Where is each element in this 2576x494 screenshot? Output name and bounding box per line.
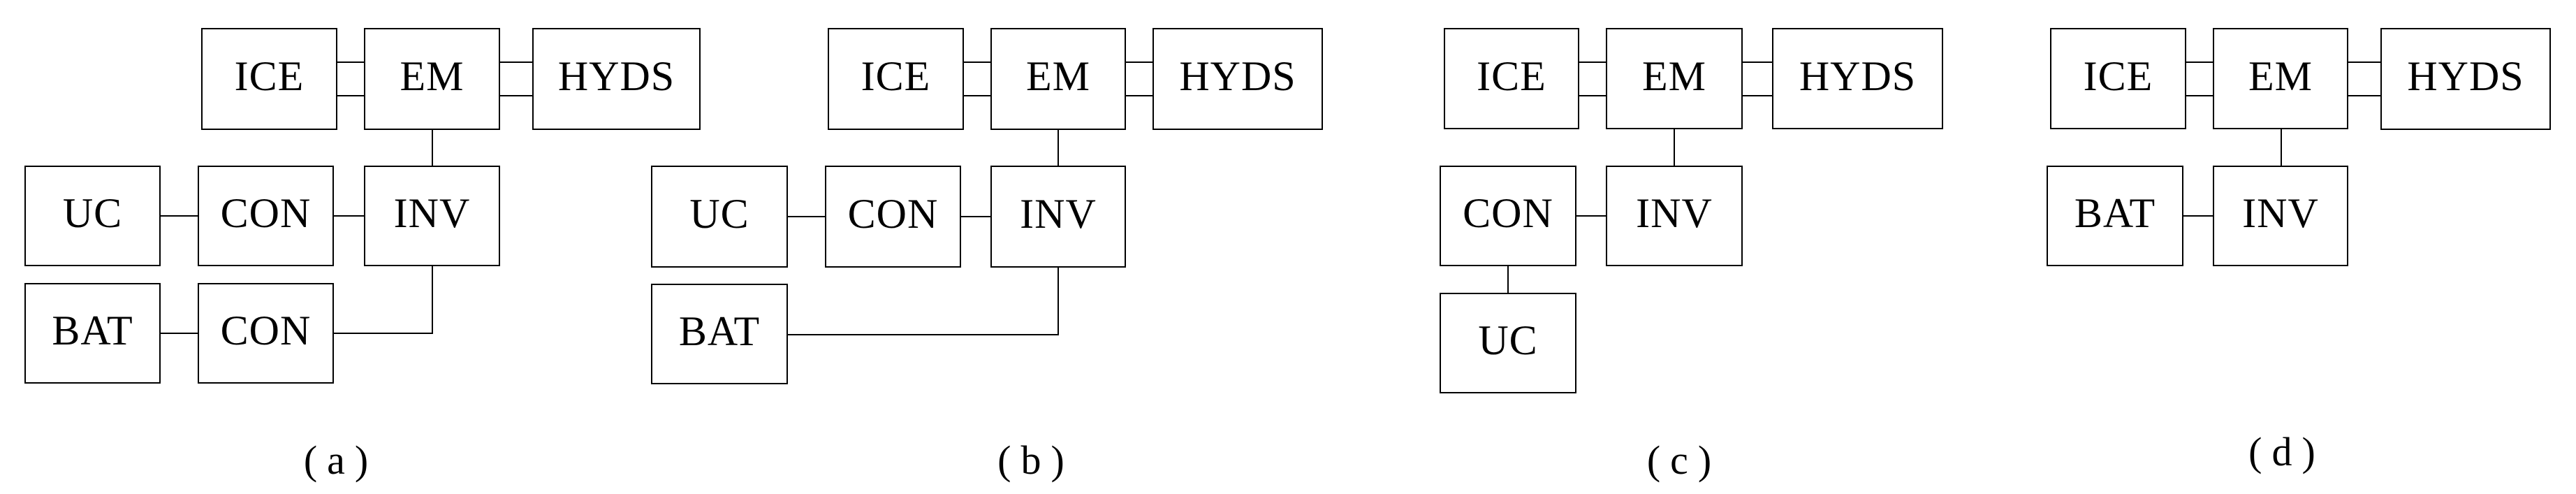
connector-line: [334, 215, 364, 217]
connector-line: [2183, 215, 2213, 217]
box-label: BAT: [2074, 190, 2156, 236]
panel-a-box-con: CON: [198, 166, 334, 266]
connector-line: [788, 216, 825, 217]
panel-a-box-con: CON: [198, 283, 334, 384]
box-label: EM: [1026, 53, 1090, 99]
connector-line: [1579, 95, 1606, 96]
box-label: ICE: [861, 53, 931, 99]
connector-line: [1743, 95, 1772, 96]
connector-line: [1126, 95, 1152, 96]
box-label: CON: [220, 190, 312, 236]
panel-a-caption: (a): [303, 437, 379, 483]
connector-line: [432, 266, 433, 333]
panel-c-caption: (c): [1646, 437, 1722, 483]
box-label: UC: [1478, 317, 1538, 363]
connector-line: [1058, 268, 1059, 335]
box-label: HYDS: [1799, 52, 1917, 99]
box-label: INV: [393, 190, 471, 236]
box-label: ICE: [1477, 52, 1546, 99]
connector-line: [2186, 95, 2213, 96]
panel-b-box-hyds: HYDS: [1152, 28, 1323, 130]
box-label: HYDS: [557, 53, 675, 99]
connector-line: [1674, 129, 1675, 166]
connector-line: [432, 130, 433, 166]
connector-line: [2348, 61, 2380, 63]
panel-b-box-uc: UC: [651, 166, 788, 268]
connector-line: [1579, 61, 1606, 63]
connector-line: [1058, 130, 1059, 166]
panel-c-box-em: EM: [1606, 28, 1743, 129]
panel-d-box-em: EM: [2213, 28, 2348, 129]
panel-b-box-con: CON: [825, 166, 961, 268]
box-label: UC: [689, 191, 749, 237]
connector-line: [788, 334, 1059, 335]
box-label: INV: [1020, 191, 1097, 237]
panel-a-box-ice: ICE: [201, 28, 337, 130]
connector-line: [2348, 95, 2380, 96]
box-label: EM: [1642, 52, 1706, 99]
panel-c-box-hyds: HYDS: [1772, 28, 1943, 129]
connector-line: [964, 95, 990, 96]
panel-c-box-inv: INV: [1606, 166, 1743, 266]
panel-d-caption: (d): [2248, 429, 2325, 474]
panel-a-box-hyds: HYDS: [532, 28, 701, 130]
panel-a-box-inv: INV: [364, 166, 500, 266]
box-label: CON: [220, 307, 312, 354]
connector-line: [500, 61, 532, 63]
box-label: BAT: [678, 308, 761, 354]
connector-line: [161, 215, 198, 217]
panel-c-box-ice: ICE: [1444, 28, 1579, 129]
box-label: BAT: [52, 307, 133, 354]
panel-a-box-em: EM: [364, 28, 500, 130]
box-label: ICE: [234, 53, 305, 99]
box-label: UC: [62, 190, 123, 236]
panel-a-box-uc: UC: [24, 166, 161, 266]
connector-line: [2186, 61, 2213, 63]
box-label: HYDS: [1179, 53, 1296, 99]
box-label: HYDS: [2407, 53, 2524, 99]
connector-line: [1507, 266, 1509, 293]
box-label: INV: [1636, 190, 1713, 236]
connector-line: [500, 95, 532, 96]
panel-a-box-bat: BAT: [24, 283, 161, 384]
connector-line: [334, 333, 433, 334]
panel-b-box-inv: INV: [990, 166, 1126, 268]
panel-b-box-bat: BAT: [651, 284, 788, 384]
connector-line: [1743, 61, 1772, 63]
connector-line: [161, 333, 198, 334]
connector-line: [337, 61, 364, 63]
panel-c-box-uc: UC: [1440, 293, 1576, 393]
panel-d-box-inv: INV: [2213, 166, 2348, 266]
panel-b-box-em: EM: [990, 28, 1126, 130]
panel-b-caption: (b): [997, 437, 1074, 483]
panel-d-box-bat: BAT: [2047, 166, 2183, 266]
connector-line: [961, 216, 990, 217]
box-label: EM: [2248, 52, 2313, 99]
panel-b-box-ice: ICE: [828, 28, 964, 130]
box-label: CON: [847, 191, 939, 237]
box-label: INV: [2242, 190, 2319, 236]
panel-d-box-hyds: HYDS: [2380, 28, 2551, 130]
panel-c-box-con: CON: [1440, 166, 1576, 266]
connector-line: [2281, 129, 2282, 166]
box-label: EM: [400, 53, 464, 99]
panel-d-box-ice: ICE: [2050, 28, 2186, 129]
connector-line: [1576, 215, 1606, 217]
connector-line: [1126, 61, 1152, 63]
connector-line: [337, 95, 364, 96]
connector-line: [964, 61, 990, 63]
box-label: CON: [1463, 190, 1553, 236]
box-label: ICE: [2083, 52, 2153, 99]
